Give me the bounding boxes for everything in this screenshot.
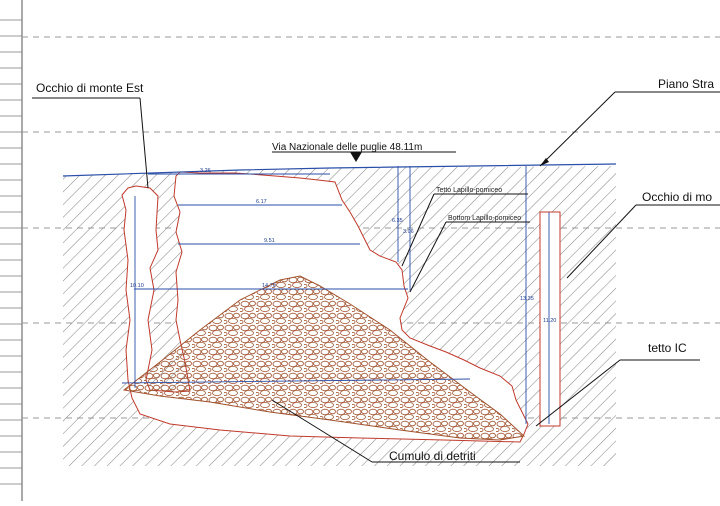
label-cumulo-detriti: Cumulo di detriti — [389, 449, 476, 463]
label-tetto-ic: tetto IC — [648, 341, 687, 355]
dim-label-d3: 9.51 — [264, 238, 275, 244]
label-bottom-lapillo: Bottom Lapillo-pomiceo — [448, 215, 521, 222]
label-piano-stradale: Piano Stra — [658, 77, 714, 91]
label-occhio-est: Occhio di monte Est — [36, 81, 144, 95]
label-via-nazionale: Via Nazionale delle puglie 48.11m — [272, 142, 422, 153]
dim-label-d4: 14.70 — [262, 283, 276, 289]
dim-label-d1: 3.26 — [200, 168, 211, 174]
right-shaft — [539, 211, 561, 427]
leader-arrow-icon — [540, 158, 549, 166]
leader-lines — [32, 91, 720, 463]
dimension-lines — [121, 166, 550, 424]
debris-cone — [122, 275, 526, 441]
dim-label-d6: 6.35 — [392, 218, 403, 224]
dim-label-d5: 10.10 — [130, 283, 144, 289]
dim-label-d8: 13.35 — [520, 296, 534, 302]
left-ruler — [0, 0, 23, 501]
ground-level-marker — [350, 152, 362, 162]
dim-label-d2: 6.17 — [256, 199, 267, 205]
dim-label-d9: 11.20 — [543, 318, 556, 324]
label-tetto-lapillo: Tetto Lapillo-pomiceo — [436, 187, 502, 194]
dim-label-d7: 3.06 — [403, 229, 414, 235]
label-occhio-monte: Occhio di mo — [642, 190, 712, 204]
ground-surface-line — [62, 163, 617, 177]
